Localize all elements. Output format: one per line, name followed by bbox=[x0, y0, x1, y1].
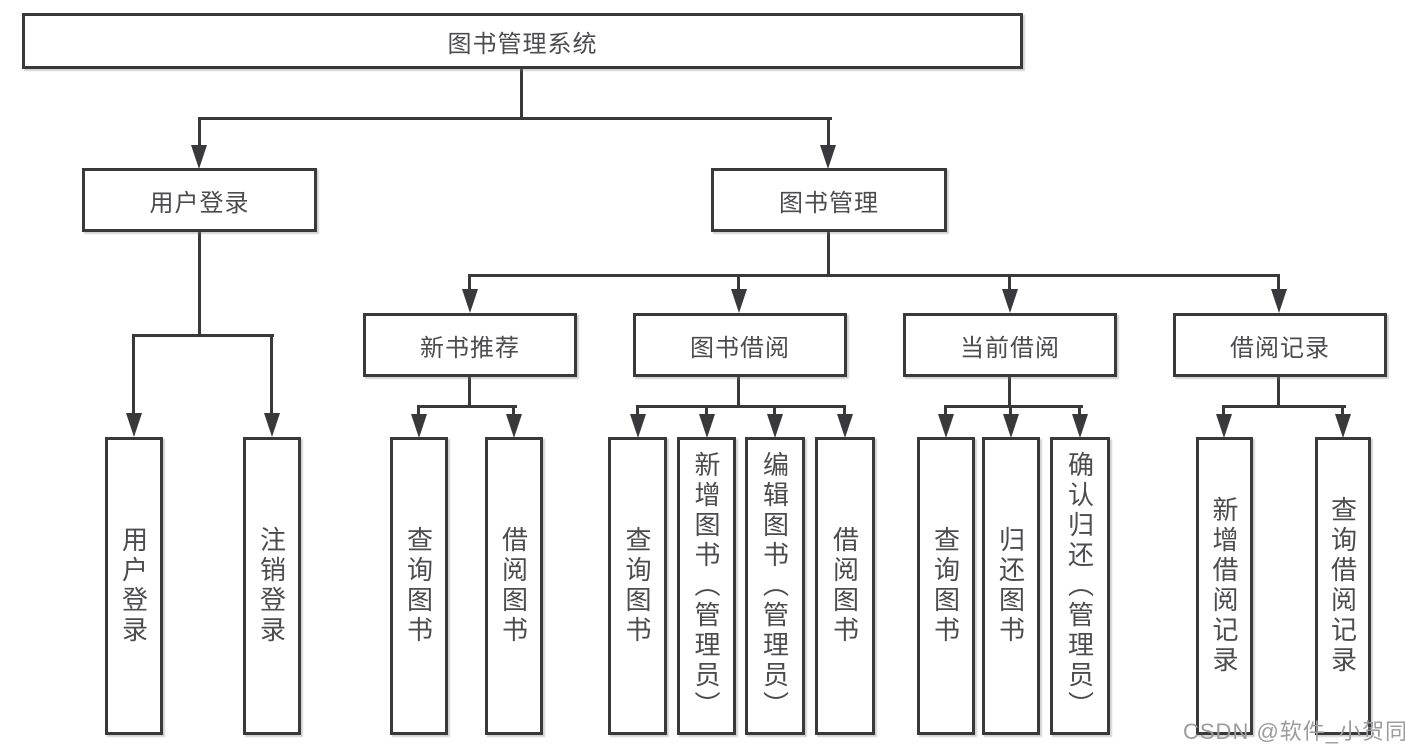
connector bbox=[1078, 408, 1081, 414]
leaf-query-books-borrowing: 查询图书 bbox=[608, 437, 667, 735]
node-label: 图书管理 bbox=[779, 189, 879, 217]
arrowhead-icon bbox=[1335, 414, 1351, 438]
arrowhead-icon bbox=[411, 414, 427, 438]
connector bbox=[944, 405, 1083, 408]
arrowhead-icon bbox=[938, 414, 954, 438]
connector bbox=[417, 408, 420, 414]
connector bbox=[843, 408, 846, 414]
arrowhead-icon bbox=[1216, 414, 1232, 438]
connector bbox=[636, 408, 639, 414]
leaf-logout: 注销登录 bbox=[243, 437, 301, 735]
leaf-add-book-admin: 新增图书（管理员） bbox=[677, 437, 736, 735]
connector bbox=[1341, 408, 1344, 414]
leaf-label: 查询图书 bbox=[930, 526, 961, 646]
node-borrowing-records: 借阅记录 bbox=[1173, 313, 1387, 377]
leaf-label: 编辑图书（管理员） bbox=[759, 451, 790, 721]
arrowhead-icon bbox=[264, 413, 280, 437]
leaf-user-login: 用户登录 bbox=[105, 437, 163, 735]
node-new-book-recommendation: 新书推荐 bbox=[363, 313, 577, 377]
node-book-borrowing: 图书借阅 bbox=[633, 313, 847, 377]
node-label: 新书推荐 bbox=[420, 334, 520, 362]
leaf-query-borrow-record: 查询借阅记录 bbox=[1315, 437, 1371, 735]
leaf-label: 借阅图书 bbox=[829, 526, 860, 646]
leaf-query-books-recommend: 查询图书 bbox=[390, 437, 448, 735]
leaf-query-books-current: 查询图书 bbox=[917, 437, 975, 735]
connector bbox=[270, 337, 273, 413]
connector bbox=[512, 408, 515, 414]
connector bbox=[1277, 377, 1280, 405]
leaf-label: 新增图书（管理员） bbox=[691, 451, 721, 721]
leaf-confirm-return-admin: 确认归还（管理员） bbox=[1050, 437, 1110, 735]
arrowhead-icon bbox=[699, 414, 715, 438]
connector bbox=[468, 277, 471, 289]
connector bbox=[1222, 405, 1346, 408]
connector bbox=[132, 334, 274, 337]
connector bbox=[737, 277, 740, 289]
connector bbox=[198, 117, 832, 120]
connector bbox=[1008, 377, 1011, 405]
arrowhead-icon bbox=[820, 145, 836, 169]
node-label: 当前借阅 bbox=[960, 334, 1060, 362]
leaf-borrow-books-recommend: 借阅图书 bbox=[485, 437, 543, 735]
connector bbox=[737, 377, 740, 405]
leaf-label: 借阅图书 bbox=[498, 526, 529, 646]
node-current-borrowing: 当前借阅 bbox=[903, 313, 1117, 377]
leaf-label: 新增借阅记录 bbox=[1209, 496, 1239, 676]
connector bbox=[132, 337, 135, 413]
connector bbox=[944, 408, 947, 414]
leaf-label: 查询图书 bbox=[622, 526, 652, 646]
connector bbox=[1222, 408, 1225, 414]
leaf-label: 归还图书 bbox=[995, 526, 1026, 646]
node-user-login: 用户登录 bbox=[82, 168, 317, 232]
arrowhead-icon bbox=[1072, 414, 1088, 438]
leaf-label: 用户登录 bbox=[118, 526, 149, 646]
arrowhead-icon bbox=[630, 414, 646, 438]
connector bbox=[1277, 277, 1280, 289]
connector bbox=[773, 408, 776, 414]
connector bbox=[705, 408, 708, 414]
connector bbox=[520, 69, 523, 117]
leaf-label: 查询图书 bbox=[403, 526, 434, 646]
arrowhead-icon bbox=[1002, 289, 1018, 313]
node-book-management: 图书管理 bbox=[711, 168, 947, 232]
arrowhead-icon bbox=[731, 289, 747, 313]
connector bbox=[1009, 408, 1012, 414]
connector bbox=[468, 377, 471, 405]
node-label: 借阅记录 bbox=[1230, 334, 1330, 362]
connector bbox=[636, 405, 846, 408]
leaf-label: 注销登录 bbox=[256, 526, 287, 646]
arrowhead-icon bbox=[506, 414, 522, 438]
connector bbox=[417, 405, 517, 408]
arrowhead-icon bbox=[462, 289, 478, 313]
leaf-borrow-books-borrowing: 借阅图书 bbox=[815, 437, 875, 735]
leaf-return-book: 归还图书 bbox=[982, 437, 1040, 735]
watermark: CSDN @软件_小贺同学 bbox=[1183, 719, 1405, 744]
connector bbox=[827, 232, 830, 274]
node-label: 图书管理系统 bbox=[447, 30, 598, 58]
arrowhead-icon bbox=[767, 414, 783, 438]
leaf-edit-book-admin: 编辑图书（管理员） bbox=[745, 437, 805, 735]
arrowhead-icon bbox=[126, 413, 142, 437]
arrowhead-icon bbox=[1003, 414, 1019, 438]
node-library-management-system: 图书管理系统 bbox=[22, 13, 1023, 69]
node-label: 用户登录 bbox=[149, 189, 250, 217]
connector bbox=[198, 232, 201, 334]
connector bbox=[827, 120, 830, 145]
arrowhead-icon bbox=[837, 414, 853, 438]
leaf-label: 查询借阅记录 bbox=[1327, 496, 1358, 676]
connector bbox=[198, 120, 201, 145]
leaf-add-borrow-record: 新增借阅记录 bbox=[1196, 437, 1253, 735]
leaf-label: 确认归还（管理员） bbox=[1064, 451, 1095, 721]
connector bbox=[468, 274, 1280, 277]
connector bbox=[1008, 277, 1011, 289]
arrowhead-icon bbox=[1271, 289, 1287, 313]
arrowhead-icon bbox=[191, 145, 207, 169]
node-label: 图书借阅 bbox=[690, 334, 790, 362]
